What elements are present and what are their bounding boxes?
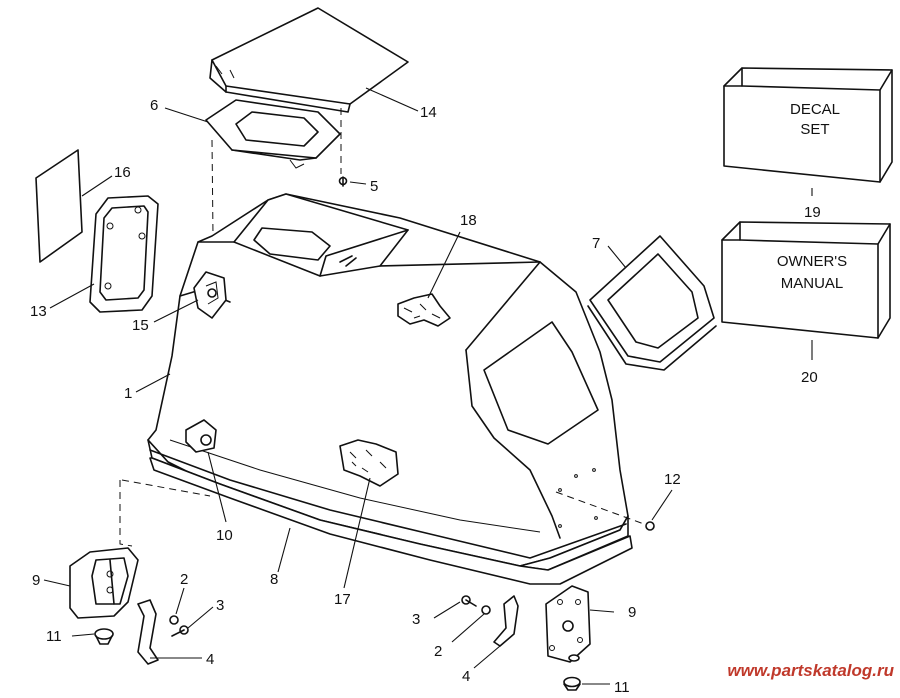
part-11-left-bumper <box>94 628 114 645</box>
callout-18: 18 <box>460 212 477 229</box>
part-18-foam-pad <box>397 293 451 327</box>
part-17-foam-pad <box>339 439 399 487</box>
callout-16: 16 <box>114 164 131 181</box>
part-2-right-washer <box>481 605 491 615</box>
part-2-left-washer <box>169 615 179 625</box>
part-12-screw <box>555 491 655 531</box>
owners-manual-box: OWNER'S MANUAL <box>721 221 891 339</box>
decal-set-box: DECAL SET <box>723 67 893 183</box>
owners-manual-line1: OWNER'S <box>777 253 847 270</box>
callout-6: 6 <box>150 97 158 114</box>
callout-14: 14 <box>420 104 437 121</box>
callout-12: 12 <box>664 471 681 488</box>
part-9-right-plate <box>545 585 591 663</box>
callout-17: 17 <box>334 591 351 608</box>
callout-15: 15 <box>132 317 149 334</box>
callout-11-left: 11 <box>46 628 62 645</box>
callout-3-right: 3 <box>412 611 420 628</box>
part-15-knob <box>193 271 227 319</box>
decal-set-line2: SET <box>800 121 829 138</box>
owners-manual-line2: MANUAL <box>781 275 844 292</box>
part-3-left-screw <box>171 625 189 637</box>
part-4-left-strap <box>137 599 159 665</box>
part-1-engine-cover <box>147 193 633 585</box>
part-14-top-cover <box>209 7 409 113</box>
callout-7: 7 <box>592 235 600 252</box>
part-5-screw <box>338 176 348 187</box>
callout-4-left: 4 <box>206 651 214 668</box>
callout-11-right: 11 <box>614 679 630 696</box>
callout-labels: 6 14 5 16 13 15 18 7 19 20 1 10 8 17 12 … <box>30 97 821 696</box>
part-3-right-screw <box>461 595 477 607</box>
callout-2-right: 2 <box>434 643 442 660</box>
part-10-latch <box>185 419 217 453</box>
part-4-right-strap <box>493 595 519 647</box>
leader-lines <box>43 87 813 685</box>
callout-3-left: 3 <box>216 597 224 614</box>
callout-20: 20 <box>801 369 818 386</box>
callout-4-right: 4 <box>462 668 470 685</box>
part-11-right-bumper <box>563 654 581 691</box>
part-6-grille <box>205 99 341 169</box>
part-7-window-frame <box>587 235 717 371</box>
callout-19: 19 <box>804 204 821 221</box>
callout-2-left: 2 <box>180 571 188 588</box>
part-9-left-bracket <box>69 547 139 619</box>
alignment-lines <box>119 108 342 547</box>
callout-9-left: 9 <box>32 572 40 589</box>
callout-5: 5 <box>370 178 378 195</box>
decal-set-line1: DECAL <box>790 101 840 118</box>
callout-13: 13 <box>30 303 47 320</box>
part-16-decal-sheet <box>35 149 83 263</box>
callout-9-right: 9 <box>628 604 636 621</box>
watermark-text: www.partskatalog.ru <box>727 661 894 680</box>
callout-10: 10 <box>216 527 233 544</box>
callout-8: 8 <box>270 571 278 588</box>
callout-1: 1 <box>124 385 132 402</box>
part-13-frame <box>89 195 159 313</box>
